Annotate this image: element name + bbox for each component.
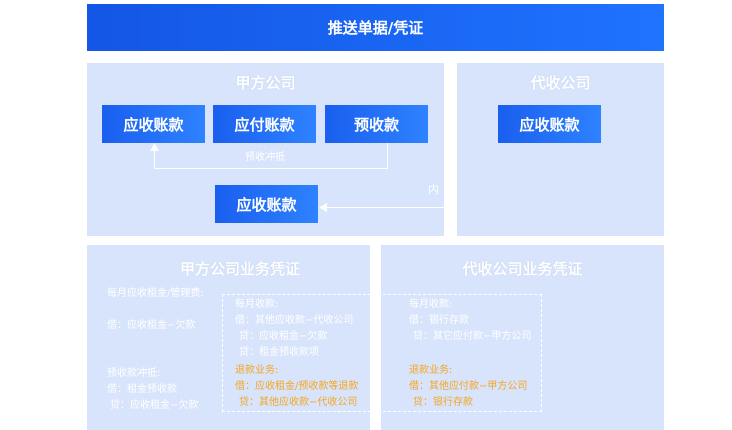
party-a-receipt-heading: 每月收款:	[235, 299, 279, 310]
monthly-rent-line1: 借：应收租金−欠款	[107, 320, 196, 331]
party-a-receipt-line3: 贷：租金预收款项	[239, 347, 319, 358]
prepaid-offset-line1: 借：租金预收款	[107, 384, 177, 395]
header-title: 推送单据/凭证	[327, 19, 424, 37]
arrow-left-icon	[319, 203, 327, 212]
offset-connector-bottom	[154, 168, 388, 169]
party-a-refund-heading: 退款业务:	[235, 365, 279, 376]
box-prepaid-label: 预收款	[353, 115, 399, 134]
box-receivable: 应收账款	[102, 105, 205, 143]
offset-connector-left	[154, 149, 155, 168]
box-prepaid: 预收款	[325, 105, 428, 143]
party-a-receipt-line1: 借：其他应收款−代收公司	[235, 315, 354, 326]
monthly-rent-heading: 每月应收租金/管理费:	[107, 288, 204, 299]
header-bar: 推送单据/凭证	[87, 4, 664, 51]
box-payable: 应付账款	[213, 105, 316, 143]
offset-label: 预收冲抵	[245, 152, 285, 163]
party-a-refund-line1: 借：应收租金/预收款等退款	[235, 381, 359, 392]
agent-refund-line2: 贷：银行存款	[413, 397, 473, 408]
box-receivable-label: 应收账款	[123, 115, 184, 134]
agent-title: 代收公司	[530, 74, 591, 92]
agent-refund-line1: 借：其他应付款−甲方公司	[409, 381, 528, 392]
prepaid-offset-heading: 预收款冲抵:	[107, 368, 161, 379]
party-a-title: 甲方公司	[235, 74, 296, 92]
agent-voucher-title: 代收公司业务凭证	[462, 260, 583, 278]
agent-panel	[457, 63, 664, 236]
agent-box-receivable: 应收账款	[498, 105, 601, 143]
party-a-voucher-title: 甲方公司业务凭证	[179, 260, 300, 278]
agent-receipt-line2: 贷：其它应付款−甲方公司	[413, 331, 532, 342]
party-a-receipt-line2: 贷：应收租金−欠款	[239, 331, 328, 342]
agent-receipt-heading: 每月收款:	[409, 299, 453, 310]
box-receivable-bottom: 应收账款	[215, 185, 318, 223]
agent-link-label: 内	[428, 183, 439, 196]
box-receivable-bottom-label: 应收账款	[236, 195, 297, 214]
party-a-refund-line2: 贷：其他应收款−代收公司	[239, 397, 358, 408]
agent-receipt-line1: 借：银行存款	[409, 315, 469, 326]
agent-voucher-panel	[381, 245, 664, 430]
arrow-up-icon	[150, 143, 159, 151]
box-payable-label: 应付账款	[234, 115, 295, 134]
prepaid-offset-line2: 贷：应收租金−欠款	[110, 400, 199, 411]
agent-link-line	[326, 207, 457, 208]
agent-box-receivable-label: 应收账款	[519, 115, 580, 134]
offset-connector-right	[387, 143, 388, 168]
agent-refund-heading: 退款业务:	[409, 365, 453, 376]
party-a-voucher-panel	[87, 245, 370, 430]
